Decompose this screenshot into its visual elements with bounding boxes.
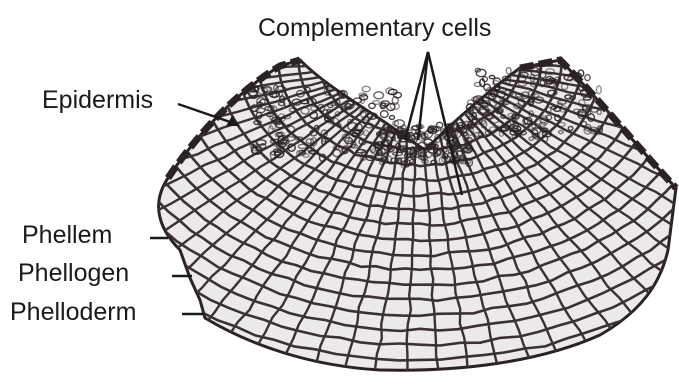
label-phellem: Phellem — [22, 221, 112, 249]
label-phellogen: Phellogen — [18, 259, 129, 287]
complementary-cell — [390, 116, 395, 120]
label-epidermis: Epidermis — [42, 86, 153, 114]
complementary-cell — [596, 86, 601, 94]
complementary-cell — [373, 101, 380, 105]
complementary-cell — [506, 68, 511, 75]
cell-radial-wall — [0, 59, 365, 61]
complementary-cell — [489, 76, 494, 79]
label-phelloderm: Phelloderm — [10, 298, 136, 326]
complementary-cell — [362, 86, 370, 91]
complementary-cell — [585, 75, 590, 81]
label-complementary-cells: Complementary cells — [258, 14, 491, 42]
complementary-cell — [381, 111, 389, 118]
complementary-cell — [374, 92, 384, 99]
leader-complementary-cells-b — [418, 52, 428, 140]
complementary-cell — [476, 69, 486, 76]
